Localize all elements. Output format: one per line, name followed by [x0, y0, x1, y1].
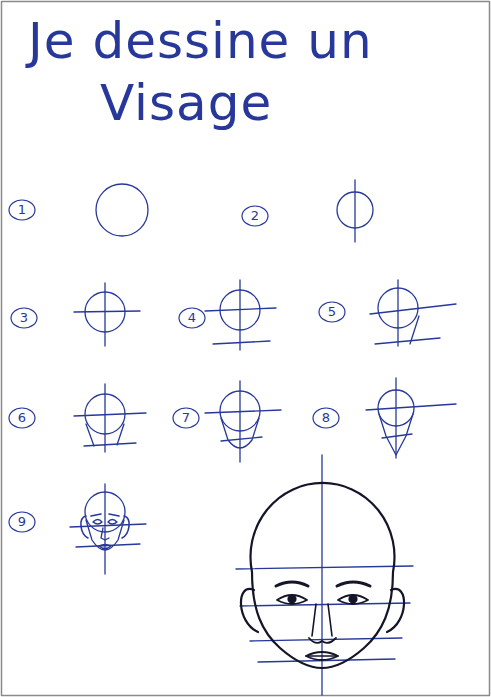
- step-number: 7: [172, 407, 200, 429]
- step-circle: [96, 184, 148, 236]
- finished-face: [236, 455, 413, 695]
- callout-number: 1: [8, 199, 36, 221]
- callout-number: 4: [178, 307, 206, 329]
- step-guide: [74, 384, 146, 452]
- step-guide: [337, 180, 373, 242]
- callout-number: 2: [241, 205, 269, 227]
- step-number: 3: [10, 307, 38, 329]
- step-number: 5: [318, 301, 346, 323]
- callout-number: 7: [172, 407, 200, 429]
- step-guide: [366, 378, 456, 458]
- step-number: 2: [241, 205, 269, 227]
- callout-number: 5: [318, 301, 346, 323]
- step-guide: [74, 283, 140, 346]
- callout-number: 8: [312, 407, 340, 429]
- step-guide: [205, 381, 281, 462]
- step-guide: [370, 280, 456, 346]
- step-number: 6: [8, 407, 36, 429]
- small-face: [70, 484, 146, 574]
- title-text: Je dessine un Visage: [28, 12, 373, 132]
- step-guide: [205, 280, 276, 350]
- callout-number: 3: [10, 307, 38, 329]
- step-number: 4: [178, 307, 206, 329]
- step-number: 1: [8, 199, 36, 221]
- callout-number: 6: [8, 407, 36, 429]
- title: Je dessine un Visage: [28, 10, 480, 134]
- step-number: 9: [8, 511, 36, 533]
- callout-number: 9: [8, 511, 36, 533]
- step-number: 8: [312, 407, 340, 429]
